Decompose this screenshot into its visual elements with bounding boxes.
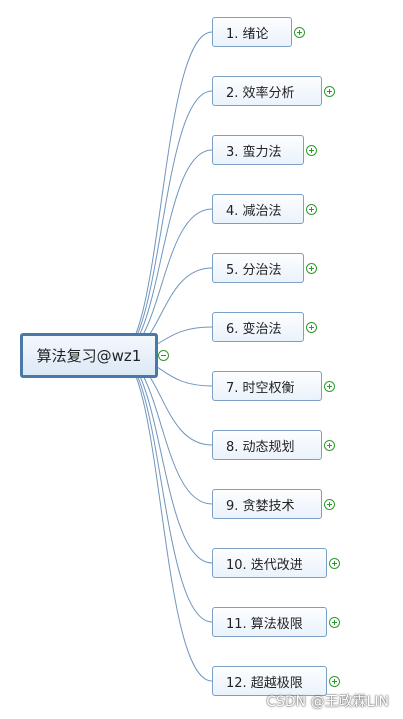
expand-toggle-icon[interactable]	[306, 145, 317, 156]
topic-node[interactable]: 7. 时空权衡	[212, 371, 322, 401]
topic-label: 5. 分治法	[226, 262, 282, 278]
connector-line	[117, 149, 213, 356]
connector-line	[117, 354, 213, 682]
topic-label: 9. 贪婪技术	[226, 498, 295, 514]
topic-label: 2. 效率分析	[226, 85, 295, 101]
watermark: CSDN @王政霖LIN	[266, 694, 389, 710]
topic-label: 11. 算法极限	[226, 616, 303, 632]
topic-node[interactable]: 3. 蛮力法	[212, 135, 304, 165]
topic-node[interactable]: 10. 迭代改进	[212, 548, 327, 578]
expand-toggle-icon[interactable]	[324, 440, 335, 451]
expand-toggle-icon[interactable]	[294, 27, 305, 38]
topic-label: 6. 变治法	[226, 321, 282, 337]
expand-toggle-icon[interactable]	[329, 676, 340, 687]
topic-node[interactable]: 11. 算法极限	[212, 607, 327, 637]
expand-toggle-icon[interactable]	[324, 86, 335, 97]
topic-node[interactable]: 8. 动态规划	[212, 430, 322, 460]
collapse-toggle-icon[interactable]	[158, 350, 169, 361]
topic-label: 1. 绪论	[226, 26, 269, 42]
topic-label: 7. 时空权衡	[226, 380, 295, 396]
topic-node[interactable]: 5. 分治法	[212, 253, 304, 283]
central-topic[interactable]: 算法复习@wz1	[20, 333, 158, 378]
connector-line	[117, 354, 213, 564]
topic-label: 4. 减治法	[226, 203, 282, 219]
topic-node[interactable]: 1. 绪论	[212, 17, 292, 47]
expand-toggle-icon[interactable]	[306, 204, 317, 215]
topic-node[interactable]: 6. 变治法	[212, 312, 304, 342]
central-topic-label: 算法复习@wz1	[36, 347, 142, 365]
connector-line	[117, 90, 213, 356]
expand-toggle-icon[interactable]	[324, 381, 335, 392]
expand-toggle-icon[interactable]	[329, 558, 340, 569]
topic-node[interactable]: 4. 减治法	[212, 194, 304, 224]
expand-toggle-icon[interactable]	[306, 322, 317, 333]
topic-label: 10. 迭代改进	[226, 557, 303, 573]
expand-toggle-icon[interactable]	[329, 617, 340, 628]
topic-label: 3. 蛮力法	[226, 144, 282, 160]
topic-node[interactable]: 9. 贪婪技术	[212, 489, 322, 519]
connector-line	[117, 354, 213, 623]
topic-node[interactable]: 12. 超越极限	[212, 666, 327, 696]
topic-node[interactable]: 2. 效率分析	[212, 76, 322, 106]
expand-toggle-icon[interactable]	[306, 263, 317, 274]
topic-label: 12. 超越极限	[226, 675, 303, 691]
expand-toggle-icon[interactable]	[324, 499, 335, 510]
topic-label: 8. 动态规划	[226, 439, 295, 455]
